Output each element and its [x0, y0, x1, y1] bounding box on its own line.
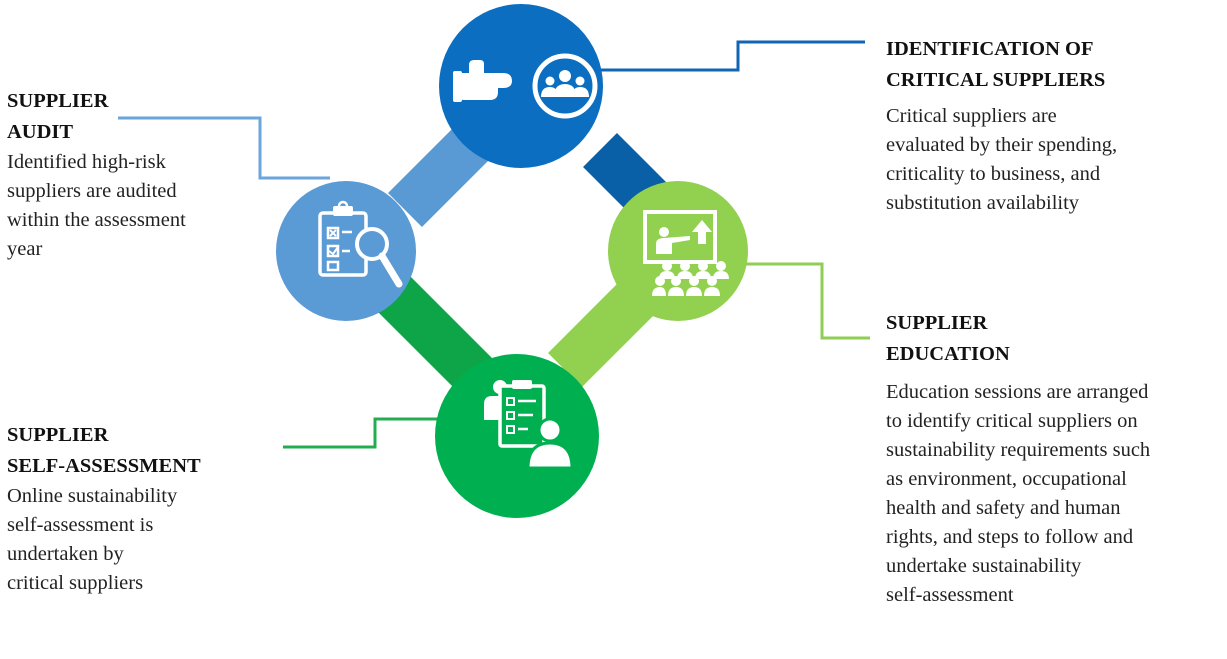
leader-line-self-assessment — [283, 417, 450, 449]
audit-title: SUPPLIER AUDIT — [7, 90, 109, 143]
self-assessment-title: SUPPLIER SELF-ASSESSMENT — [7, 424, 201, 477]
education-title: SUPPLIER EDUCATION — [886, 312, 1010, 365]
self-assessment-description: Online sustainability self-assessment is… — [7, 485, 178, 594]
pointing-hand-group-icon — [453, 53, 598, 119]
leader-line-education — [740, 262, 870, 340]
education-description: Education sessions are arranged to ident… — [886, 381, 1151, 606]
education-text: SUPPLIER EDUCATION Education sessions ar… — [886, 308, 1150, 610]
identification-title: IDENTIFICATION OF CRITICAL SUPPLIERS — [886, 38, 1106, 91]
connector-audit-self-assessment — [368, 268, 502, 402]
self-assessment-text: SUPPLIER SELF-ASSESSMENT Online sustaina… — [7, 420, 201, 598]
leader-line-audit — [118, 116, 330, 180]
checklist-person-icon — [484, 380, 574, 470]
leader-line-identification — [585, 40, 865, 72]
clipboard-magnifier-icon — [318, 200, 403, 288]
audit-text: SUPPLIER AUDIT Identified high-risk supp… — [7, 86, 186, 264]
identification-text: IDENTIFICATION OF CRITICAL SUPPLIERS Cri… — [886, 34, 1117, 218]
node-education-circle — [608, 181, 748, 321]
audit-description: Identified high-risk suppliers are audit… — [7, 151, 186, 260]
identification-description: Critical suppliers are evaluated by thei… — [886, 105, 1118, 214]
node-identification-circle — [439, 4, 603, 168]
presentation-audience-icon — [643, 210, 729, 296]
